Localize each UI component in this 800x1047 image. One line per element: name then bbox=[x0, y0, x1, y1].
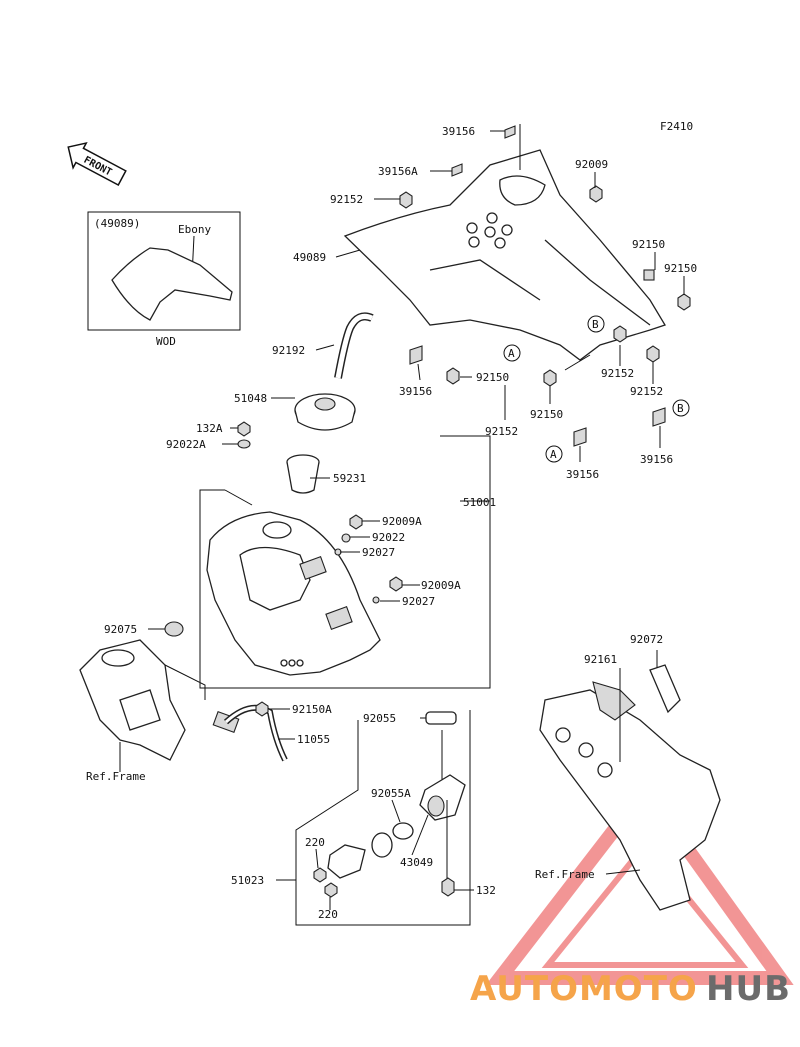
label-11055: 11055 bbox=[297, 733, 330, 746]
inset-box bbox=[87, 211, 241, 331]
shroud-fill-opening bbox=[499, 175, 546, 206]
tank-group-box bbox=[199, 435, 491, 689]
label-92072: 92072 bbox=[630, 633, 663, 646]
label-39156A: 39156A bbox=[378, 165, 418, 178]
label-59231: 59231 bbox=[333, 472, 366, 485]
svg-text:B: B bbox=[677, 402, 684, 415]
left-frame bbox=[79, 639, 206, 772]
label-92192: 92192 bbox=[272, 344, 305, 357]
shroud-fasteners bbox=[399, 125, 691, 447]
label-ref-frame-right: Ref.Frame bbox=[535, 868, 595, 881]
tank-shroud bbox=[343, 149, 666, 361]
watermark-part2: HUB bbox=[706, 969, 791, 1009]
watermark-text: AUTOMOTO HUB bbox=[470, 969, 791, 1009]
svg-text:B: B bbox=[592, 318, 599, 331]
label-132A: 132A bbox=[196, 422, 223, 435]
inset-shroud bbox=[111, 247, 233, 321]
label-51048: 51048 bbox=[234, 392, 267, 405]
label-92009A-2: 92009A bbox=[421, 579, 461, 592]
label-39156-mid: 39156 bbox=[399, 385, 432, 398]
label-92027-2: 92027 bbox=[402, 595, 435, 608]
fuel-cock-box bbox=[295, 710, 471, 926]
label-51001: 51001 bbox=[463, 496, 496, 509]
label-43049: 43049 bbox=[400, 856, 433, 869]
label-92150-c: 92150 bbox=[476, 371, 509, 384]
label-92150-b: 92150 bbox=[664, 262, 697, 275]
label-92009-top: 92009 bbox=[575, 158, 608, 171]
label-49089: 49089 bbox=[293, 251, 326, 264]
watermark-logo bbox=[485, 778, 794, 985]
label-92152-r2: 92152 bbox=[630, 385, 663, 398]
fuel-line bbox=[212, 701, 295, 762]
label-39156-b: 39156 bbox=[640, 453, 673, 466]
svg-text:A: A bbox=[508, 347, 515, 360]
marker-B1: B bbox=[587, 315, 605, 333]
label-220-1: 220 bbox=[305, 836, 325, 849]
label-92009A-1: 92009A bbox=[382, 515, 422, 528]
front-arrow-icon: FRONT bbox=[67, 141, 127, 187]
label-92055A: 92055A bbox=[371, 787, 411, 800]
leaders-tank bbox=[148, 397, 490, 630]
label-132: 132 bbox=[476, 884, 496, 897]
label-39156-top: 39156 bbox=[442, 125, 475, 138]
watermark-part1: AUTOMOTO bbox=[470, 969, 698, 1009]
leaders-top bbox=[315, 130, 685, 462]
svg-text:A: A bbox=[550, 448, 557, 461]
label-92022A: 92022A bbox=[166, 438, 206, 451]
label-92055: 92055 bbox=[363, 712, 396, 725]
right-frame bbox=[539, 650, 721, 911]
part-labels: 39156 39156A 92009 92152 49089 92150 921… bbox=[86, 125, 697, 921]
marker-A1: A bbox=[503, 344, 521, 362]
label-92022: 92022 bbox=[372, 531, 405, 544]
label-92150-d: 92150 bbox=[530, 408, 563, 421]
label-ref-frame-left: Ref.Frame bbox=[86, 770, 146, 783]
fuel-cap bbox=[294, 393, 356, 431]
label-51023: 51023 bbox=[231, 874, 264, 887]
label-92150A: 92150A bbox=[292, 703, 332, 716]
figure-code: F2410 bbox=[660, 120, 693, 133]
inset-ref: (49089) bbox=[94, 217, 140, 230]
fuel-cock bbox=[276, 711, 474, 910]
label-39156-a: 39156 bbox=[566, 468, 599, 481]
label-92027-1: 92027 bbox=[362, 546, 395, 559]
label-220-2: 220 bbox=[318, 908, 338, 921]
marker-B2: B bbox=[672, 399, 690, 417]
label-92152-r1: 92152 bbox=[601, 367, 634, 380]
label-92152-top: 92152 bbox=[330, 193, 363, 206]
inset-caption: WOD bbox=[156, 335, 176, 348]
label-92075: 92075 bbox=[104, 623, 137, 636]
tank-fasteners bbox=[164, 421, 403, 637]
label-92150-a: 92150 bbox=[632, 238, 665, 251]
inset-variant: Ebony bbox=[178, 223, 211, 236]
marker-A2: A bbox=[545, 445, 563, 463]
fuel-filter bbox=[286, 454, 320, 494]
shroud-holes bbox=[466, 212, 513, 249]
label-92161: 92161 bbox=[584, 653, 617, 666]
label-92152-bot: 92152 bbox=[485, 425, 518, 438]
tank-tabs bbox=[280, 556, 353, 667]
